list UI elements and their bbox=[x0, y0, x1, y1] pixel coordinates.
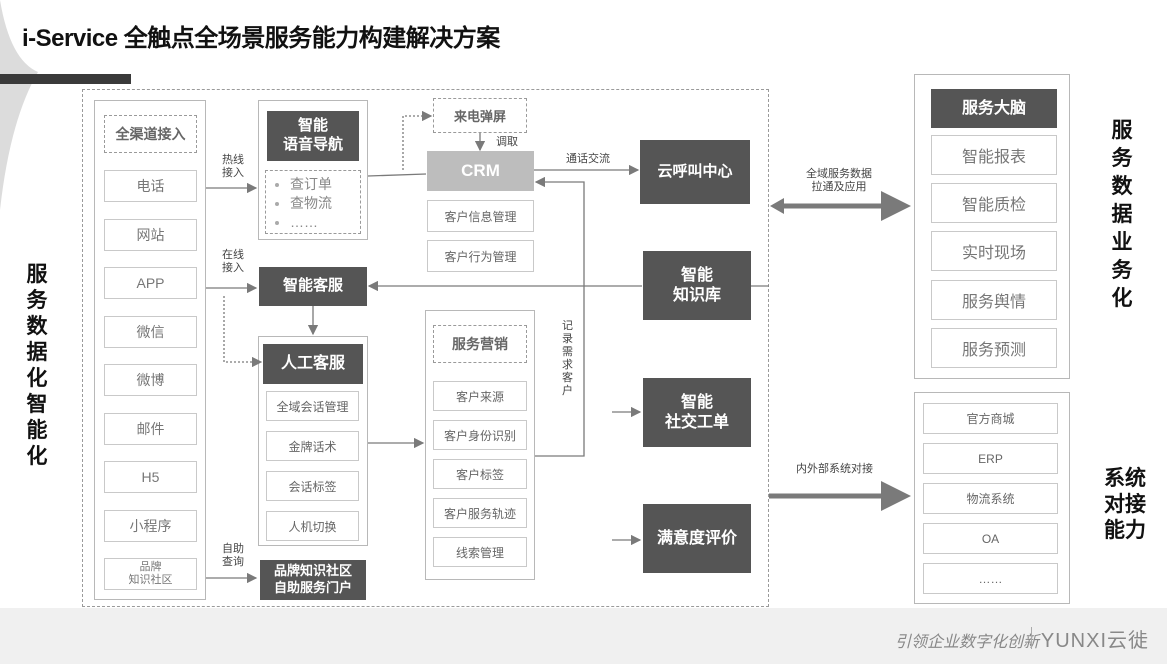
marketing-title: 服务营销 bbox=[433, 325, 527, 363]
fetch-label: 调取 bbox=[496, 136, 518, 148]
crm-item-customer-info: 客户信息管理 bbox=[427, 200, 534, 232]
service-brain-title: 服务大脑 bbox=[931, 89, 1057, 128]
satisfaction-box: 满意度评价 bbox=[643, 504, 751, 573]
system-item: …… bbox=[923, 563, 1058, 594]
crm-title: CRM bbox=[427, 151, 534, 191]
right-bottom-side-label-text: 系统对接能力 bbox=[1104, 467, 1146, 542]
channel-item: 微信 bbox=[104, 315, 197, 348]
ivr-items-box: 查订单查物流…… bbox=[265, 170, 361, 234]
human-service-item: 全域会话管理 bbox=[266, 391, 359, 421]
crm-item-customer-behavior: 客户行为管理 bbox=[427, 240, 534, 272]
human-service-item: 人机切换 bbox=[266, 511, 359, 541]
footer-logo: YUNXI云徙 bbox=[1040, 630, 1149, 652]
ivr-list-item: 查物流 bbox=[290, 194, 356, 213]
human-service-item: 会话标签 bbox=[266, 471, 359, 501]
footer bbox=[0, 608, 1167, 664]
page-title: i-Service 全触点全场景服务能力构建解决方案 bbox=[22, 25, 500, 52]
channel-item: 网站 bbox=[104, 218, 197, 251]
call-exchange-label: 通话交流 bbox=[566, 153, 610, 165]
human-service-item: 金牌话术 bbox=[266, 431, 359, 461]
double-arrow-left-head bbox=[770, 198, 784, 214]
channel-item: H5 bbox=[104, 461, 197, 493]
right-bottom-side-label: 系统对接能力 bbox=[1098, 466, 1152, 544]
decorative-curve bbox=[0, 0, 38, 210]
service-brain-item: 智能质检 bbox=[931, 183, 1057, 224]
cloud-call-center: 云呼叫中心 bbox=[640, 140, 750, 204]
marketing-item: 线索管理 bbox=[433, 537, 527, 567]
service-brain-item: 服务舆情 bbox=[931, 279, 1057, 320]
smart-service-box: 智能客服 bbox=[259, 267, 367, 306]
left-side-label: 服务数据化智能化 bbox=[26, 262, 56, 474]
marketing-item: 客户来源 bbox=[433, 381, 527, 411]
line-ivr-crm bbox=[367, 173, 427, 177]
channel-item: 邮件 bbox=[104, 412, 197, 445]
marketing-item: 客户服务轨迹 bbox=[433, 498, 527, 528]
channel-item: APP bbox=[104, 267, 197, 299]
brand-portal-box: 品牌知识社区 自助服务门户 bbox=[260, 560, 366, 600]
dotted-channel-human bbox=[223, 296, 263, 368]
call-popup-box: 来电弹屏 bbox=[433, 98, 527, 133]
left-side-label-text: 服务数据化智能化 bbox=[26, 263, 50, 468]
system-item: ERP bbox=[923, 443, 1058, 474]
marketing-item: 客户标签 bbox=[433, 459, 527, 489]
knowledge-base-box: 智能 知识库 bbox=[643, 251, 751, 320]
human-service-title: 人工客服 bbox=[263, 344, 363, 384]
ivr-title: 智能 语音导航 bbox=[267, 111, 359, 161]
online-label: 在线 接入 bbox=[222, 249, 244, 275]
channels-header: 全渠道接入 bbox=[104, 115, 197, 153]
record-needs-label: 记录需求客户 bbox=[562, 320, 573, 397]
social-ticket-box: 智能 社交工单 bbox=[643, 378, 751, 447]
system-item: OA bbox=[923, 523, 1058, 554]
footer-slogan: 引领企业数字化创新 bbox=[894, 632, 1039, 651]
dotted-ivr-popup bbox=[402, 110, 433, 170]
system-connect-label: 内外部系统对接 bbox=[796, 463, 873, 475]
arrow-marketing-crm bbox=[534, 176, 585, 457]
data-flow-label: 全域服务数据 拉通及应用 bbox=[806, 168, 872, 194]
service-brain-item: 实时现场 bbox=[931, 231, 1057, 272]
system-item: 官方商城 bbox=[923, 403, 1058, 434]
channel-item: 小程序 bbox=[104, 509, 197, 542]
channel-item: 电话 bbox=[104, 170, 197, 202]
right-top-side-label: 服务数据业务化 bbox=[1110, 117, 1140, 313]
ivr-list-item: 查订单 bbox=[290, 175, 356, 194]
footer-separator bbox=[1031, 627, 1032, 649]
ivr-list-item: …… bbox=[290, 213, 356, 232]
right-top-side-label-text: 服务数据业务化 bbox=[1111, 119, 1133, 310]
title-underline-bar bbox=[0, 74, 131, 84]
self-query-label: 自助 查询 bbox=[222, 543, 244, 569]
main-frame bbox=[82, 89, 769, 607]
system-item: 物流系统 bbox=[923, 483, 1058, 514]
hotline-label: 热线 接入 bbox=[222, 154, 244, 180]
service-brain-item: 服务预测 bbox=[931, 327, 1057, 368]
marketing-item: 客户身份识别 bbox=[433, 420, 527, 450]
channel-item: 品牌 知识社区 bbox=[104, 558, 197, 590]
service-brain-item: 智能报表 bbox=[931, 135, 1057, 175]
channel-item: 微博 bbox=[104, 364, 197, 396]
